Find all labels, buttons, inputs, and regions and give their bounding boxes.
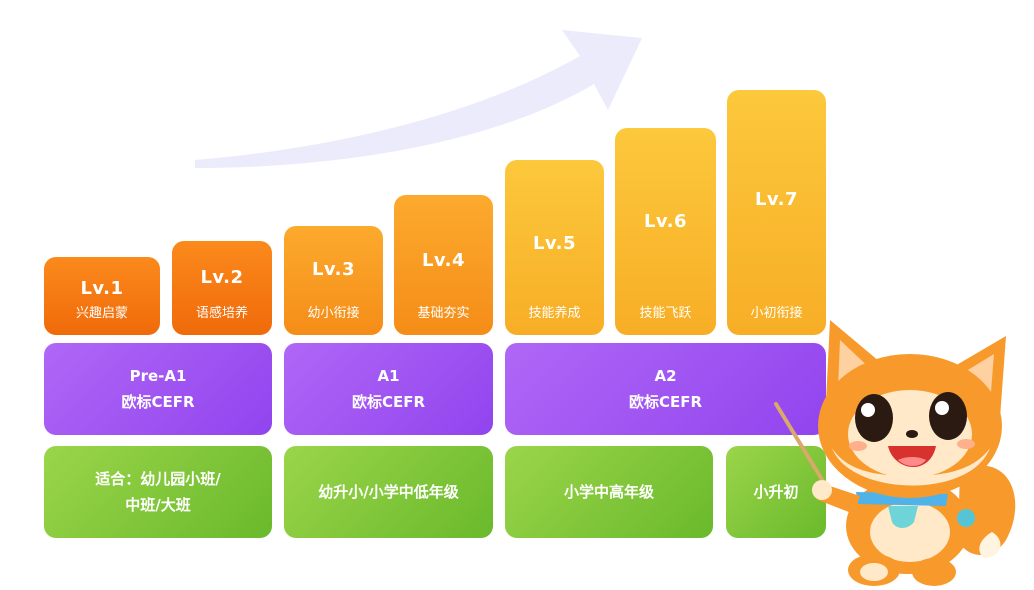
cefr-level: Pre-A1 [129,367,187,385]
grade-primary-upper: 小学中高年级 [505,446,713,538]
cefr-a2: A2 欧标CEFR [505,343,826,435]
level-number: Lv.1 [80,277,124,299]
level-label: 基础夯实 [417,306,470,321]
cefr-level: A1 [377,367,400,385]
grade-primary-lower: 幼升小/小学中低年级 [284,446,493,538]
level-bar-1: Lv.1 兴趣启蒙 [44,257,160,335]
level-number: Lv.2 [200,266,244,288]
level-label: 语感培养 [195,306,248,321]
level-label: 幼小衔接 [307,306,360,321]
level-bar-6: Lv.6 技能飞跃 [615,128,716,335]
cefr-a1: A1 欧标CEFR [284,343,493,435]
grade-line: 幼升小/小学中低年级 [318,483,459,501]
grade-line: 小升初 [753,483,799,501]
grade-kindergarten: 适合：幼儿园小班/ 中班/大班 [44,446,272,538]
cefr-level: A2 [654,367,677,385]
level-number: Lv.3 [311,259,356,280]
level-label: 技能飞跃 [639,306,692,321]
level-bar-4: Lv.4 基础夯实 [394,195,493,335]
trend-arrow-icon [195,30,642,168]
level-bar-5: Lv.5 技能养成 [505,160,604,335]
level-bar-2: Lv.2 语感培养 [172,241,272,335]
level-number: Lv.4 [421,249,466,271]
cefr-label: 欧标CEFR [121,393,195,411]
level-label: 技能养成 [528,306,581,321]
level-bar-3: Lv.3 幼小衔接 [284,226,383,335]
level-number: Lv.6 [643,211,688,232]
cefr-label: 欧标CEFR [628,393,703,411]
cefr-pre-a1: Pre-A1 欧标CEFR [44,343,272,435]
grade-line: 小学中高年级 [563,483,654,501]
level-bar-7: Lv.7 小初衔接 [727,90,826,335]
grade-line: 适合：幼儿园小班/ [95,470,221,488]
level-number: Lv.5 [532,233,577,254]
fox-mascot-icon [774,320,1016,586]
level-label: 兴趣启蒙 [75,306,128,321]
level-label: 小初衔接 [750,306,803,321]
grade-line: 中班/大班 [125,496,191,514]
cefr-label: 欧标CEFR [351,393,426,411]
level-number: Lv.7 [754,189,799,210]
